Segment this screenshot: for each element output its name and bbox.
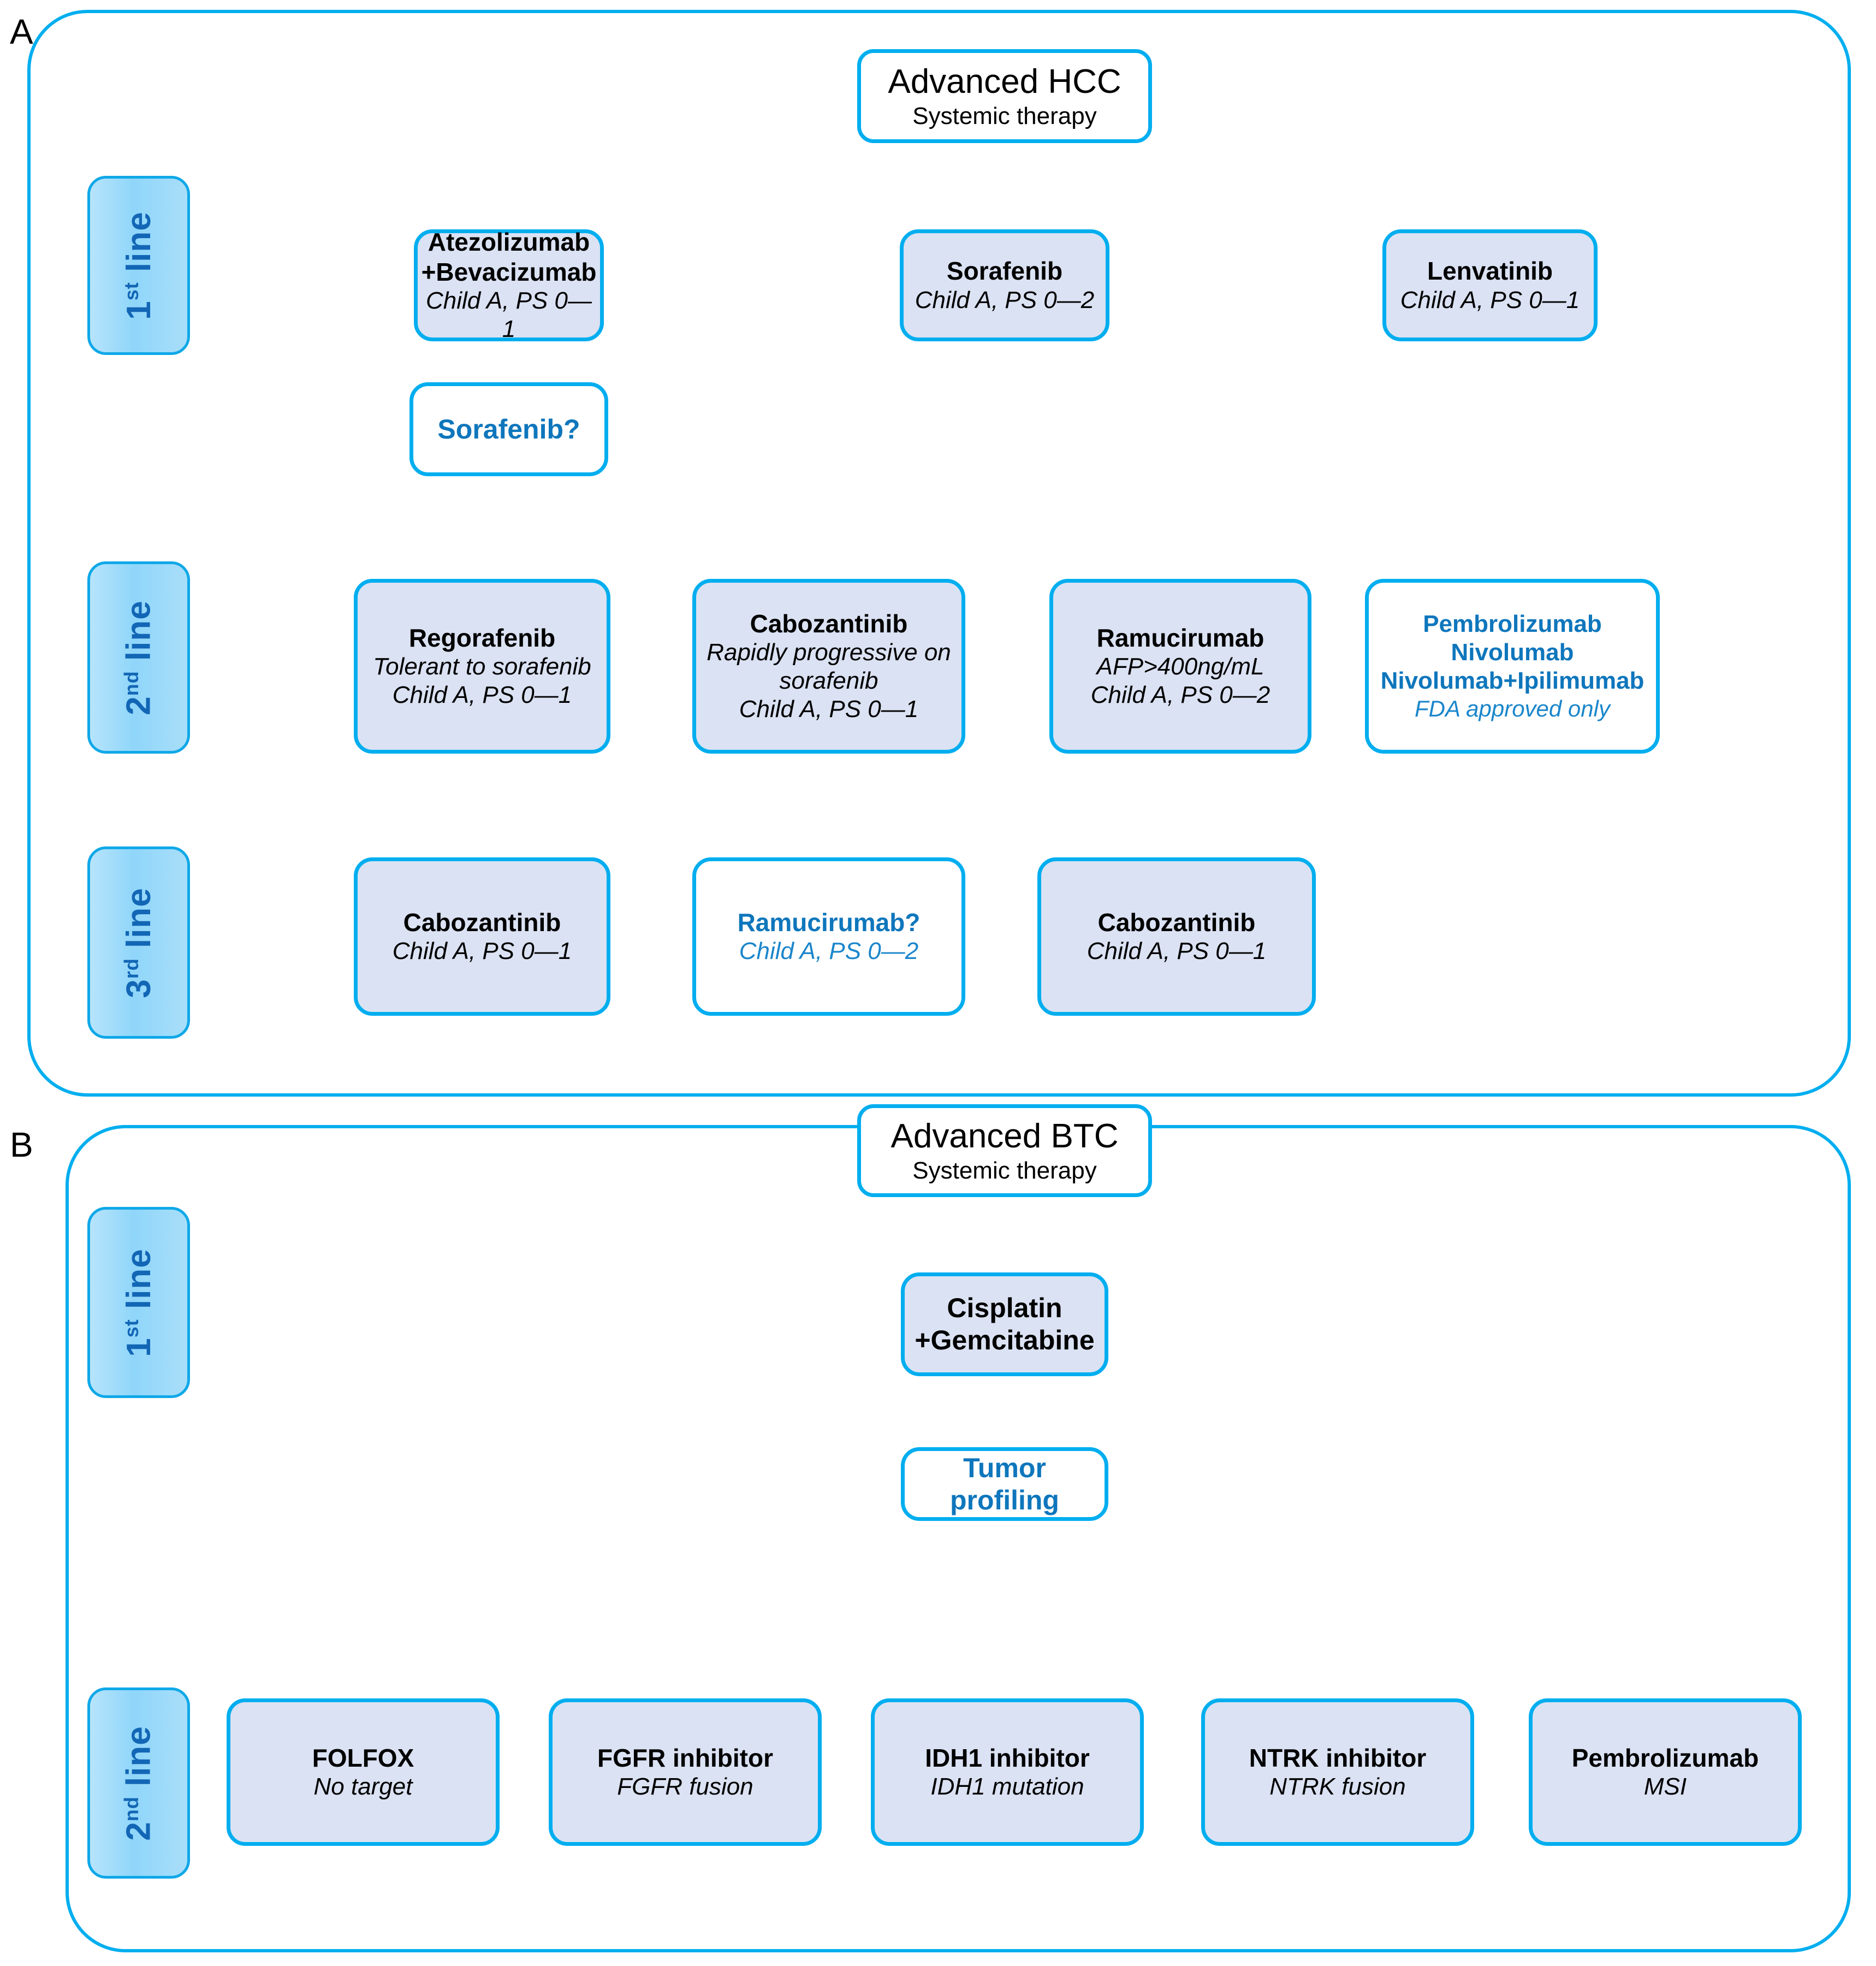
- node-title: Cabozantinib: [750, 609, 908, 638]
- node-title: Advanced HCC: [888, 63, 1121, 101]
- node-title: Advanced BTC: [890, 1117, 1119, 1156]
- node-title: Pembrolizumab: [1571, 1743, 1759, 1772]
- stage-label-text: 3rd line: [120, 887, 158, 998]
- node-title: Tumor profiling: [950, 1452, 1059, 1515]
- node-title: Regorafenib: [408, 623, 556, 652]
- node-advanced-btc[interactable]: Advanced BTC Systemic therapy: [857, 1104, 1152, 1197]
- node-pembrolizumab-msi[interactable]: Pembrolizumab MSI: [1529, 1698, 1802, 1846]
- stage-label-1st-line-b: 1st line: [87, 1207, 190, 1398]
- node-subtitle: NTRK fusion: [1269, 1773, 1406, 1801]
- node-fgfr-inhibitor[interactable]: FGFR inhibitor FGFR fusion: [549, 1698, 822, 1846]
- node-subtitle: Systemic therapy: [912, 102, 1097, 129]
- stage-label-3rd-line-a: 3rd line: [87, 846, 190, 1039]
- node-title: Atezolizumab+Bevacizumab: [421, 228, 597, 286]
- node-title: FOLFOX: [312, 1743, 414, 1772]
- node-title: Lenvatinib: [1427, 257, 1553, 286]
- node-subtitle: FGFR fusion: [617, 1773, 753, 1801]
- node-subtitle: Child A, PS 0—1: [1087, 938, 1267, 965]
- node-title: Cisplatin+Gemcitabine: [915, 1293, 1095, 1355]
- node-subtitle: Child A, PS 0—1: [392, 938, 572, 965]
- stage-label-2nd-line-b: 2nd line: [87, 1687, 190, 1879]
- node-subtitle: No target: [313, 1773, 413, 1801]
- node-subtitle: Child A, PS 0—2: [915, 286, 1095, 313]
- node-title: Ramucirumab?: [737, 908, 921, 937]
- node-idh1-inhibitor[interactable]: IDH1 inhibitor IDH1 mutation: [871, 1698, 1144, 1846]
- node-title: NTRK inhibitor: [1249, 1743, 1427, 1772]
- stage-label-text: 1st line: [120, 1248, 158, 1357]
- node-sorafenib-question[interactable]: Sorafenib?: [409, 382, 608, 476]
- panel-a-letter: A: [10, 12, 33, 51]
- node-title: Sorafenib?: [437, 413, 580, 445]
- panel-b-letter: B: [10, 1125, 33, 1164]
- node-subtitle: MSI: [1643, 1773, 1687, 1801]
- node-subtitle: FDA approved only: [1415, 696, 1610, 722]
- node-cabozantinib-third-line-right[interactable]: Cabozantinib Child A, PS 0—1: [1037, 857, 1316, 1016]
- node-atezolizumab-bevacizumab[interactable]: Atezolizumab+Bevacizumab Child A, PS 0—1: [414, 228, 604, 342]
- node-cabozantinib-third-line-left[interactable]: Cabozantinib Child A, PS 0—1: [354, 857, 610, 1016]
- node-subtitle: Child A, PS 0—1: [1400, 286, 1580, 313]
- node-title: FGFR inhibitor: [597, 1743, 773, 1772]
- node-title: Ramucirumab: [1096, 623, 1264, 652]
- node-cisplatin-gemcitabine[interactable]: Cisplatin+Gemcitabine: [901, 1272, 1108, 1376]
- stage-label-1st-line-a: 1st line: [87, 176, 190, 355]
- node-ntrk-inhibitor[interactable]: NTRK inhibitor NTRK fusion: [1201, 1698, 1474, 1846]
- stage-label-text: 1st line: [120, 211, 158, 320]
- node-title: Cabozantinib: [403, 908, 561, 937]
- node-subtitle: Child A, PS 0—2: [739, 938, 919, 965]
- node-sorafenib-first-line[interactable]: Sorafenib Child A, PS 0—2: [900, 229, 1109, 341]
- node-title: Sorafenib: [946, 257, 1063, 286]
- stage-label-text: 2nd line: [120, 1725, 158, 1841]
- stage-label-2nd-line-a: 2nd line: [87, 561, 190, 754]
- node-subtitle: Systemic therapy: [912, 1157, 1097, 1184]
- node-title: Cabozantinib: [1097, 908, 1256, 937]
- node-lenvatinib[interactable]: Lenvatinib Child A, PS 0—1: [1382, 229, 1598, 341]
- node-tumor-profiling[interactable]: Tumor profiling: [901, 1447, 1108, 1521]
- node-advanced-hcc[interactable]: Advanced HCC Systemic therapy: [857, 49, 1152, 143]
- node-ramucirumab-question[interactable]: Ramucirumab? Child A, PS 0—2: [692, 857, 965, 1016]
- node-title: IDH1 inhibitor: [925, 1743, 1090, 1772]
- node-subtitle: IDH1 mutation: [930, 1773, 1084, 1801]
- node-subtitle: Child A, PS 0—1: [425, 287, 592, 342]
- stage-label-text: 2nd line: [120, 600, 158, 715]
- node-folfox[interactable]: FOLFOX No target: [227, 1698, 500, 1846]
